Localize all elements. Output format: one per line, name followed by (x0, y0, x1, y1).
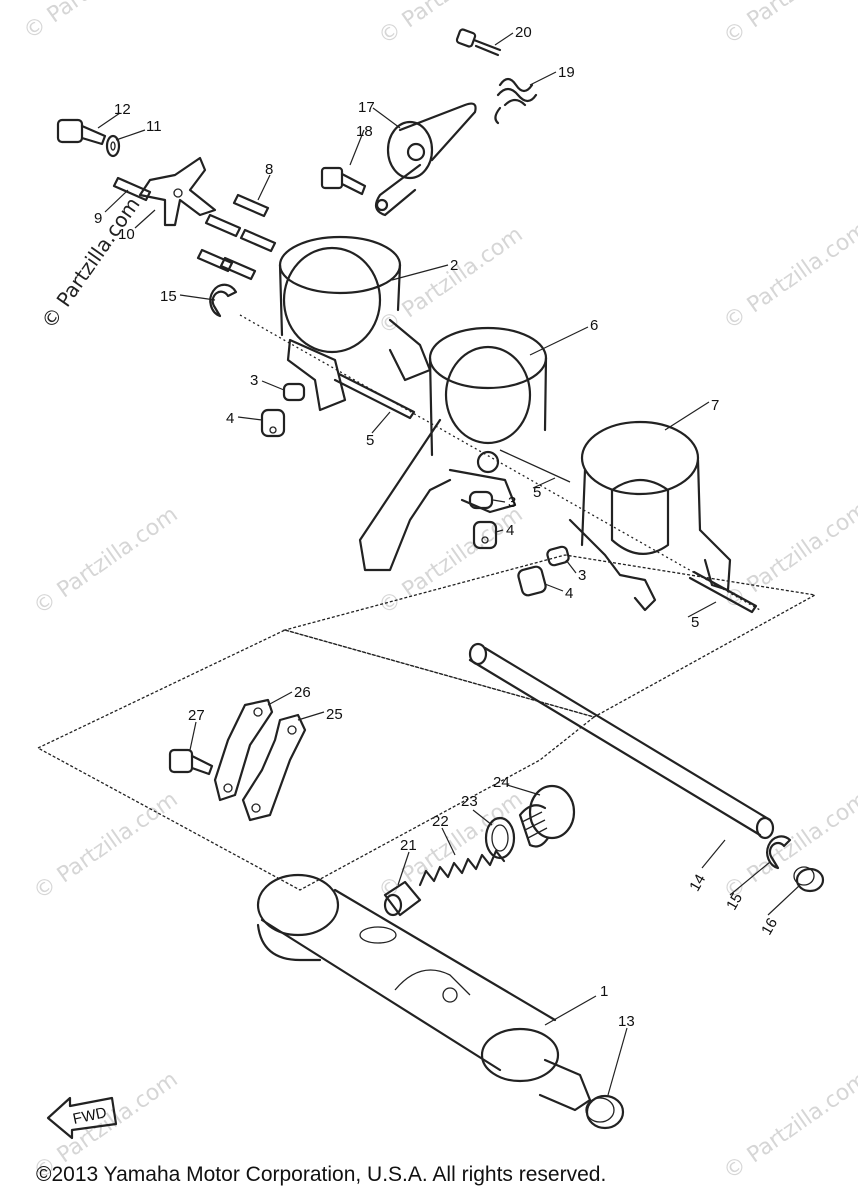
fwd-label: FWD (71, 1104, 108, 1128)
part-15-circlip (209, 283, 238, 318)
part-11-washer (105, 134, 121, 158)
part-20-bolt (455, 28, 502, 57)
callout-22: 22 (432, 813, 449, 830)
part-22-spring (418, 849, 506, 887)
watermark: © Partzilla.com (374, 222, 527, 340)
callout-8: 8 (265, 161, 273, 178)
part-10-star-plate (138, 156, 217, 227)
part-3-roller (282, 382, 306, 402)
part-6-shift-fork (358, 326, 548, 572)
watermark: © Partzilla.com (29, 502, 182, 620)
part-17-shift-arm (374, 102, 477, 217)
watermark: © Partzilla.com (719, 0, 858, 50)
part-7-shift-fork (568, 420, 732, 612)
callout-5-third: 5 (691, 614, 699, 631)
part-9-pin (112, 176, 152, 202)
part-23-washer (484, 816, 516, 860)
callout-26: 26 (294, 684, 311, 701)
callout-16: 16 (758, 915, 781, 938)
copyright-notice: ©2013 Yamaha Motor Corporation, U.S.A. A… (36, 1163, 607, 1186)
part-26-stopper-plate (213, 698, 274, 802)
callout-6: 6 (590, 317, 598, 334)
callout-19: 19 (558, 64, 575, 81)
watermark: © Partzilla.com (374, 502, 527, 620)
part-2-shift-fork (278, 235, 432, 412)
callout-24: 24 (493, 774, 510, 791)
leader-lines (97, 32, 801, 1096)
callout-20: 20 (515, 24, 532, 41)
part-1-shift-drum (256, 873, 592, 1112)
part-15-circlip (766, 835, 792, 870)
part-18-bolt (320, 166, 367, 196)
part-16-cap (793, 866, 825, 893)
callout-21: 21 (400, 837, 417, 854)
callout-4-second: 4 (506, 522, 514, 539)
part-4-guide-pin (472, 520, 498, 550)
callout-11: 11 (146, 118, 162, 135)
callout-18: 18 (356, 123, 373, 140)
callout-27: 27 (188, 707, 205, 724)
part-21-detent-pin (383, 880, 422, 917)
callout-12: 12 (114, 101, 131, 118)
part-3-roller (468, 490, 494, 510)
callout-4-first: 4 (226, 410, 234, 427)
part-12-bolt (56, 118, 107, 146)
callout-15-upper: 15 (160, 288, 177, 305)
watermark-dark: © Partzilla.com (36, 193, 144, 333)
part-4-guide-pin (517, 565, 547, 597)
part-13-washer (585, 1094, 625, 1130)
watermark: © Partzilla.com (29, 787, 182, 905)
callout-10: 10 (118, 226, 135, 243)
part-3-roller (546, 545, 570, 567)
callout-25: 25 (326, 706, 343, 723)
part-25-stopper-plate (241, 713, 307, 822)
callout-17: 17 (358, 99, 375, 116)
callout-9: 9 (94, 210, 102, 227)
callout-7: 7 (711, 397, 719, 414)
part-27-bolt (168, 748, 214, 776)
part-4-guide-pin (260, 408, 286, 438)
callout-1: 1 (600, 983, 608, 1000)
callout-13: 13 (618, 1013, 635, 1030)
callout-3-second: 3 (508, 494, 516, 511)
callout-4-third: 4 (565, 585, 573, 602)
watermark: © Partzilla.com (719, 217, 858, 335)
watermark: © Partzilla.com (374, 0, 527, 50)
callout-5-second: 5 (533, 484, 541, 501)
part-14-fork-shaft (468, 642, 775, 840)
watermark: © Partzilla.com (719, 1067, 858, 1185)
callout-3-third: 3 (578, 567, 586, 584)
callout-3-first: 3 (250, 372, 258, 389)
callout-23: 23 (461, 793, 478, 810)
part-5-cotter-pin (333, 372, 416, 420)
watermark: © Partzilla.com (19, 0, 172, 45)
part-8-pins (196, 193, 277, 281)
fwd-arrow: FWD (46, 1096, 118, 1140)
assembly-guides (36, 314, 817, 891)
part-19-spring (494, 77, 538, 125)
callout-5-first: 5 (366, 432, 374, 449)
callouts: 20 19 17 18 12 11 9 10 8 2 15 6 3 4 5 7 … (94, 24, 781, 1030)
callout-2: 2 (450, 257, 458, 274)
part-5-cotter-pin (499, 449, 571, 483)
callout-14: 14 (686, 871, 709, 894)
callout-15-lower: 15 (723, 890, 746, 913)
part-24-plug (518, 784, 576, 848)
